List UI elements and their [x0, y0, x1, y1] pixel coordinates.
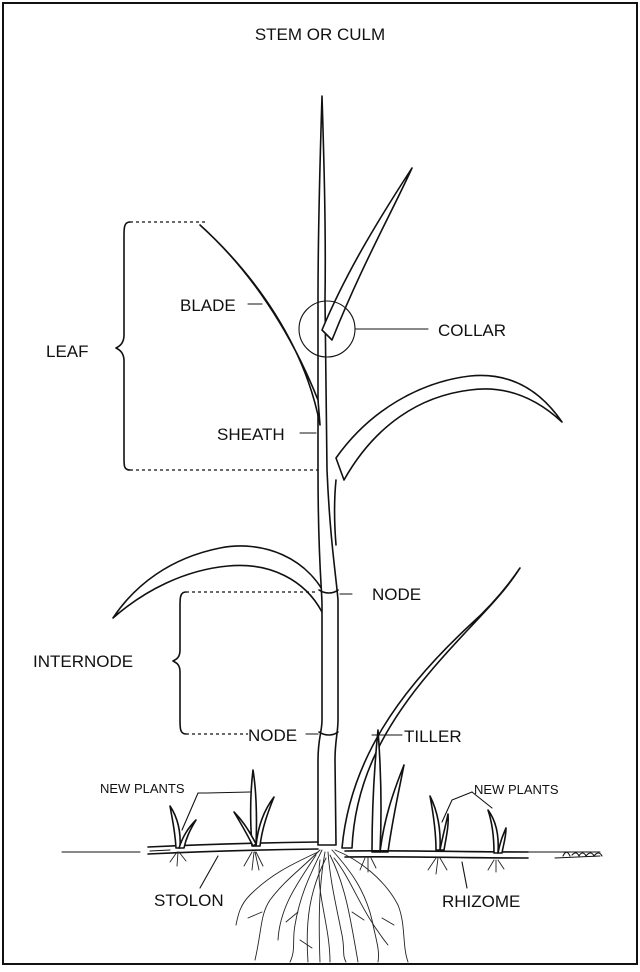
diagram-title: STEM OR CULM [255, 25, 385, 44]
root-system [236, 850, 408, 962]
new-plants-left-leader-2 [207, 792, 250, 793]
internode-label: INTERNODE [33, 652, 133, 671]
tiller-label: TILLER [404, 727, 462, 746]
rhizome-leader [462, 862, 467, 888]
collar-label: COLLAR [438, 321, 506, 340]
node-label-upper: NODE [372, 585, 421, 604]
internode-brace [173, 592, 318, 734]
right-middle-leaf [336, 375, 562, 480]
tiller-shoot [372, 730, 404, 852]
new-plants-left-leader-1 [182, 793, 207, 830]
node-label-lower: NODE [248, 726, 297, 745]
artist-signature [563, 852, 602, 856]
lower-left-leaf [113, 546, 330, 618]
sheath-label: SHEATH [217, 425, 285, 444]
stolon-leader [200, 856, 218, 888]
new-plants-label-left: NEW PLANTS [100, 781, 185, 796]
blade-label: BLADE [180, 296, 236, 315]
stolon-label: STOLON [154, 891, 224, 910]
leaf-label: LEAF [46, 342, 89, 361]
upper-right-leaf [322, 168, 412, 340]
rhizome-label: RHIZOME [442, 892, 520, 911]
sheath-edge [335, 480, 337, 545]
new-plants-label-right: NEW PLANTS [474, 782, 559, 797]
leaf-blade [200, 225, 320, 425]
